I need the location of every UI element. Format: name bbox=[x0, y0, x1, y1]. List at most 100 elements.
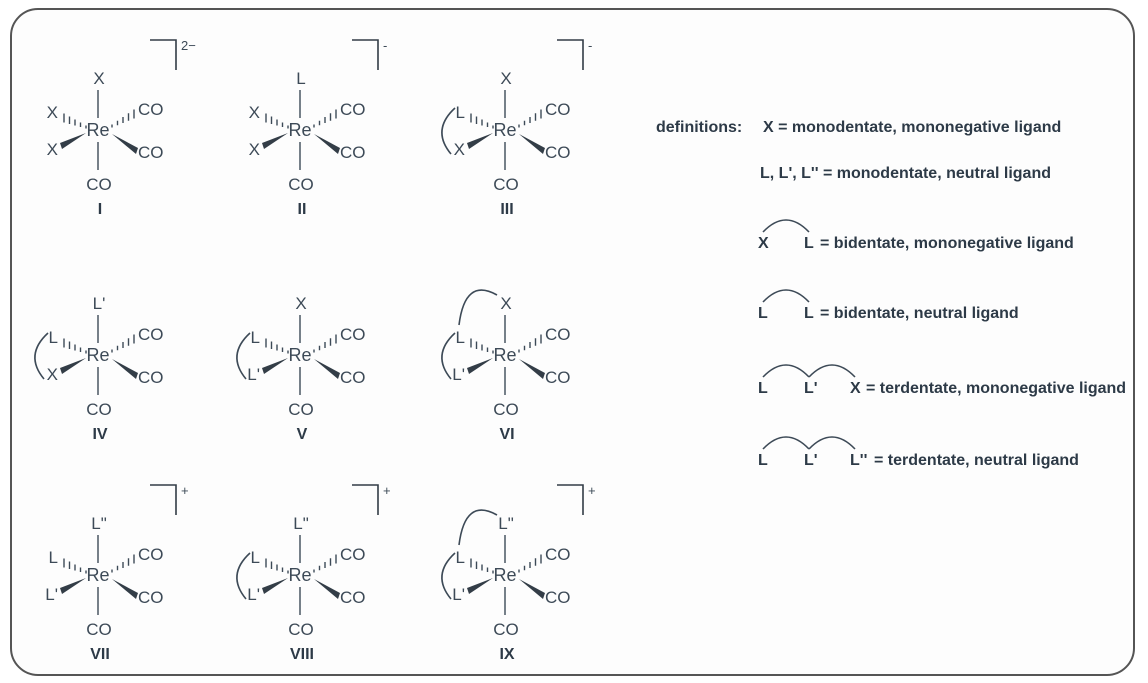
chelate-arc-left bbox=[441, 332, 456, 380]
ligand-lower-right: CO bbox=[340, 588, 366, 607]
hashed-bond-upper-left bbox=[265, 338, 289, 354]
definition-item: X = monodentate, mononegative ligand bbox=[763, 119, 1061, 136]
ligand-bottom: CO bbox=[288, 400, 314, 419]
wedge-bond-lower-right bbox=[519, 134, 545, 154]
metal-center: Re bbox=[493, 345, 516, 365]
ligand-top: X bbox=[295, 294, 306, 313]
hashed-bond-upper-right bbox=[313, 334, 337, 353]
definition-text: = terdentate, mononegative ligand bbox=[866, 380, 1126, 397]
ligand-lower-left: L' bbox=[452, 585, 465, 604]
structure-label: V bbox=[297, 426, 308, 443]
hashed-bond-upper-left bbox=[63, 558, 87, 574]
charge-label: + bbox=[383, 483, 391, 498]
ligand-upper-left: X bbox=[47, 103, 58, 122]
wedge-bond-lower-left bbox=[262, 133, 288, 149]
metal-center: Re bbox=[288, 565, 311, 585]
ligand-lower-left: L' bbox=[45, 585, 58, 604]
chelate-arc-top bbox=[458, 289, 498, 326]
ligand-lower-left: X bbox=[454, 140, 465, 159]
ligand-lower-right: CO bbox=[545, 368, 571, 387]
definition-arc bbox=[808, 364, 856, 378]
ligand-upper-right: CO bbox=[545, 100, 571, 119]
ligand-upper-left: L bbox=[251, 328, 260, 347]
structure-label: IV bbox=[92, 426, 107, 443]
charge-label: - bbox=[588, 38, 592, 53]
charge-label: 2− bbox=[181, 38, 196, 53]
ligand-upper-left: X bbox=[249, 103, 260, 122]
charge-bracket bbox=[352, 39, 379, 70]
definition-atom: X bbox=[758, 235, 769, 252]
hashed-bond-upper-left bbox=[63, 338, 87, 354]
ligand-bottom: CO bbox=[86, 400, 112, 419]
definition-atom: L' bbox=[804, 452, 818, 469]
hashed-bond-upper-left bbox=[265, 558, 289, 574]
hashed-bond-upper-right bbox=[111, 334, 135, 353]
ligand-upper-right: CO bbox=[138, 100, 164, 119]
hashed-bond-upper-right bbox=[518, 334, 542, 353]
definition-atom: X bbox=[850, 380, 861, 397]
charge-bracket bbox=[557, 39, 584, 70]
ligand-upper-right: CO bbox=[138, 325, 164, 344]
definition-atom: L' bbox=[804, 380, 818, 397]
ligand-top: X bbox=[500, 69, 511, 88]
ligand-lower-right: CO bbox=[340, 368, 366, 387]
hashed-bond-upper-left bbox=[470, 113, 494, 129]
hashed-bond-upper-right bbox=[111, 109, 135, 128]
ligand-upper-left: L bbox=[456, 548, 465, 567]
ligand-top: X bbox=[500, 294, 511, 313]
chelate-arc-left bbox=[441, 552, 456, 600]
definition-text: = bidentate, mononegative ligand bbox=[820, 235, 1074, 252]
definition-item: X L = bidentate, mononegative ligand bbox=[758, 219, 1074, 252]
ligand-lower-right: CO bbox=[545, 143, 571, 162]
definition-arc bbox=[762, 219, 810, 233]
definition-arc bbox=[762, 289, 810, 303]
charge-label: + bbox=[588, 483, 596, 498]
chelate-arc-left bbox=[34, 332, 49, 380]
wedge-bond-lower-left bbox=[60, 133, 86, 149]
ligand-upper-left: L bbox=[49, 548, 58, 567]
ligand-upper-left: L bbox=[456, 328, 465, 347]
metal-center: Re bbox=[493, 120, 516, 140]
definition-text: = bidentate, neutral ligand bbox=[820, 305, 1019, 322]
hashed-bond-upper-right bbox=[518, 554, 542, 573]
definition-atom: L bbox=[804, 235, 814, 252]
charge-label: + bbox=[181, 483, 189, 498]
wedge-bond-lower-left bbox=[467, 133, 493, 149]
ligand-upper-left: L bbox=[49, 328, 58, 347]
metal-center: Re bbox=[86, 345, 109, 365]
ligand-lower-right: CO bbox=[138, 143, 164, 162]
ligand-lower-right: CO bbox=[340, 143, 366, 162]
ligand-top: X bbox=[93, 69, 104, 88]
definition-arc bbox=[762, 436, 810, 450]
hashed-bond-upper-right bbox=[313, 109, 337, 128]
ligand-lower-right: CO bbox=[545, 588, 571, 607]
wedge-bond-lower-right bbox=[314, 134, 340, 154]
definition-item: L, L', L'' = monodentate, neutral ligand bbox=[760, 165, 1051, 182]
wedge-bond-lower-right bbox=[314, 359, 340, 379]
definition-arc bbox=[762, 364, 810, 378]
definition-arc bbox=[808, 436, 856, 450]
definition-atom: L bbox=[758, 452, 768, 469]
charge-bracket bbox=[150, 39, 177, 70]
ligand-lower-right: CO bbox=[138, 368, 164, 387]
ligand-upper-right: CO bbox=[340, 100, 366, 119]
ligand-lower-left: X bbox=[47, 140, 58, 159]
definition-text: = terdentate, neutral ligand bbox=[874, 452, 1079, 469]
ligand-bottom: CO bbox=[493, 400, 519, 419]
wedge-bond-lower-left bbox=[262, 578, 288, 594]
wedge-bond-lower-right bbox=[112, 359, 138, 379]
ligand-upper-right: CO bbox=[340, 545, 366, 564]
ligand-top: L" bbox=[293, 514, 309, 533]
ligand-lower-right: CO bbox=[138, 588, 164, 607]
ligand-top: L' bbox=[93, 294, 106, 313]
ligand-bottom: CO bbox=[86, 620, 112, 639]
structure-label: VI bbox=[499, 426, 514, 443]
wedge-bond-lower-right bbox=[112, 579, 138, 599]
